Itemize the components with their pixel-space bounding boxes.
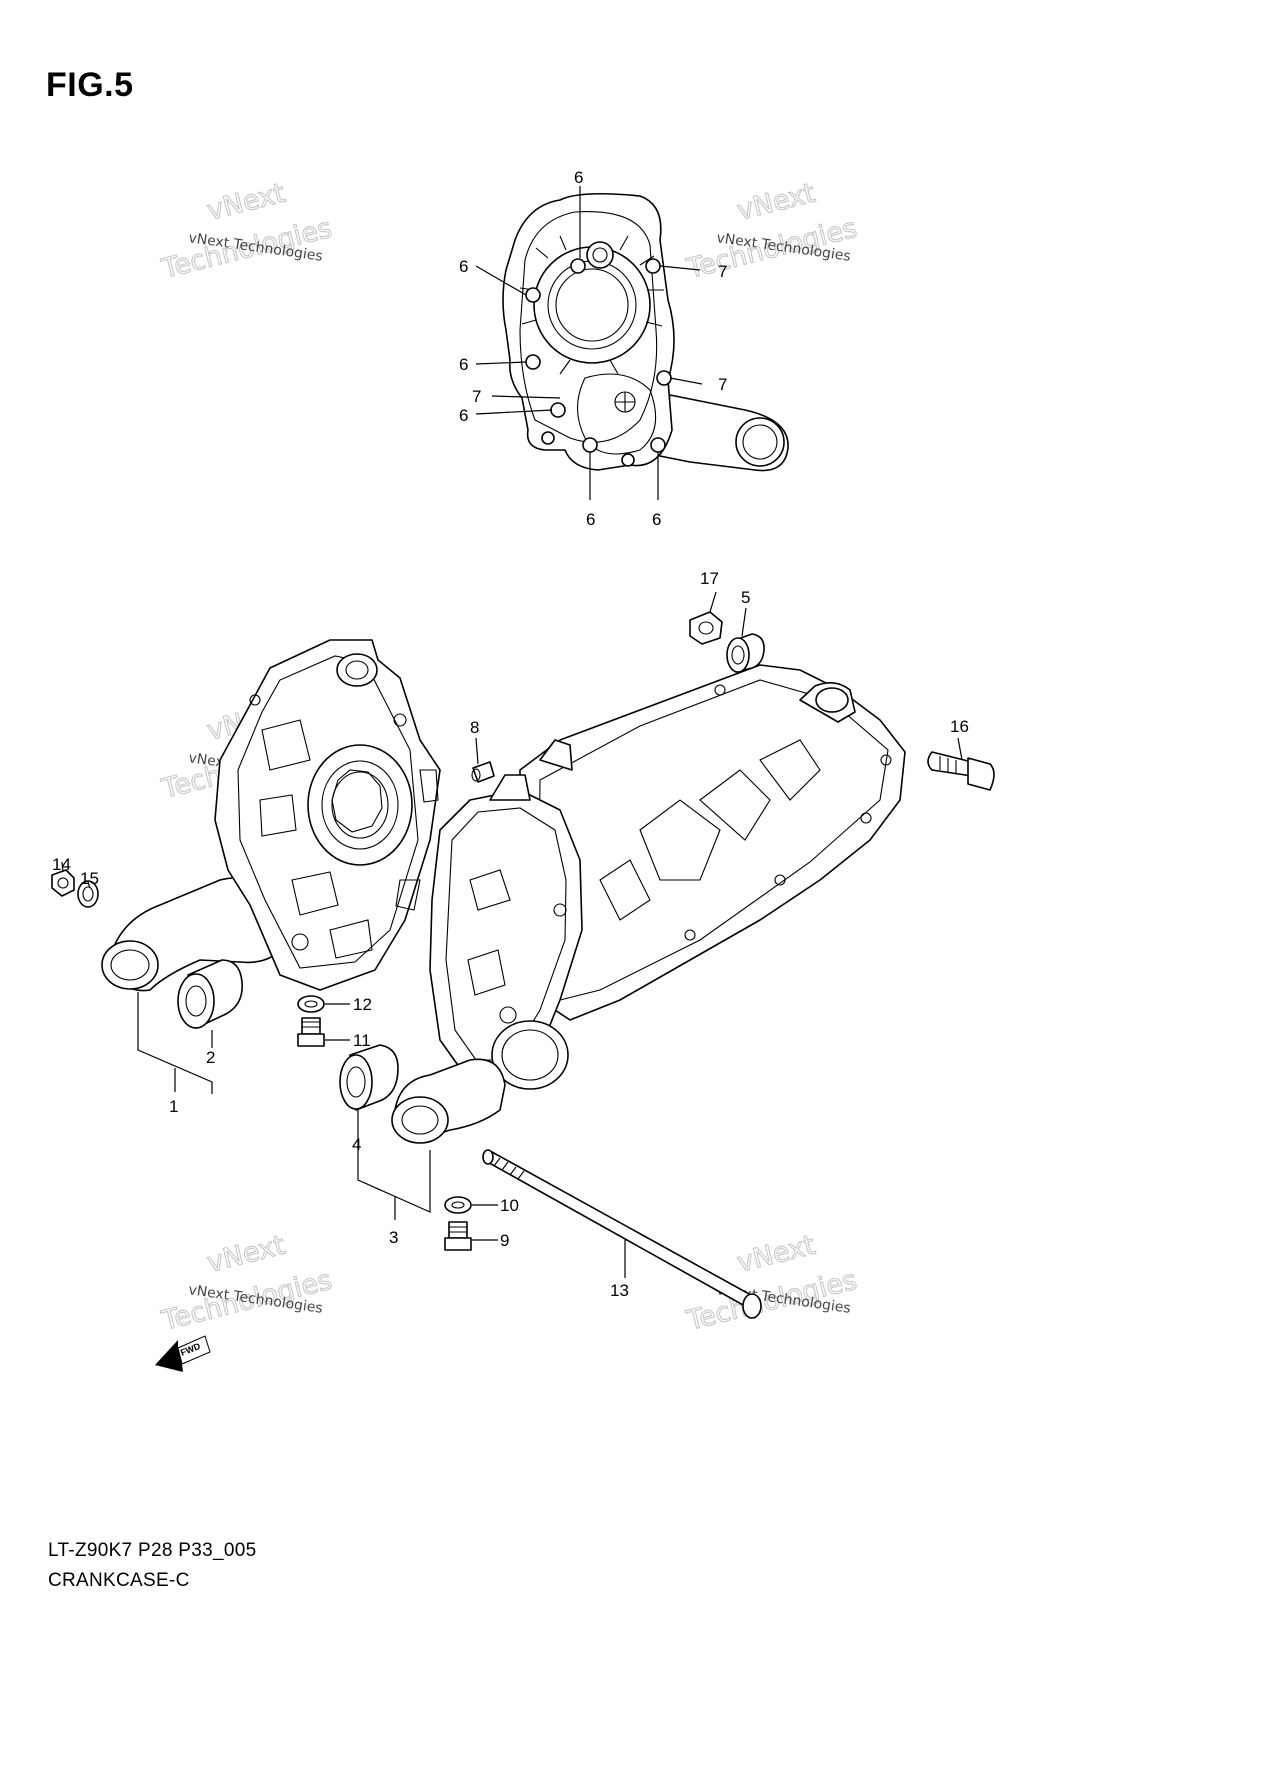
callout-2: 2 [206, 1048, 215, 1067]
callout-13: 13 [610, 1281, 629, 1300]
callout-7-upper-right: 7 [718, 262, 727, 281]
callout-6-upper-left: 6 [459, 257, 468, 276]
dowel-8-drawing [471, 761, 495, 783]
forward-direction-arrow: FWD [155, 1335, 211, 1372]
washer-15-drawing [77, 880, 99, 908]
bolt-16-drawing [927, 751, 995, 791]
callout-6-bottom-right: 6 [652, 510, 661, 529]
svg-text:vNext: vNext [734, 178, 818, 227]
callout-8: 8 [470, 718, 479, 737]
model-code: LT-Z90K7 P28 P33_005 [48, 1540, 257, 1561]
watermark-top-right: vNext Technologies vNext Technologies [683, 177, 861, 286]
callout-16: 16 [950, 717, 969, 736]
callout-1: 1 [169, 1097, 178, 1116]
crankcase-cover-drawing [502, 192, 789, 472]
bushing-5-drawing [726, 633, 765, 673]
callout-12: 12 [353, 995, 372, 1014]
nut-14-drawing [51, 869, 75, 897]
drain-plug-9-drawing [444, 1221, 472, 1251]
callout-7-mid-left: 7 [472, 387, 481, 406]
callout-leaders-lower [61, 591, 963, 1278]
washer-10-drawing [444, 1196, 472, 1214]
svg-text:vNext: vNext [204, 178, 288, 227]
callout-5: 5 [741, 588, 750, 607]
callout-17: 17 [700, 569, 719, 588]
figure-title: FIG.5 [46, 66, 134, 104]
watermark-top-left: vNext Technologies vNext Technologies [158, 177, 336, 286]
left-crankcase-half-drawing [101, 639, 441, 992]
callout-6-lower-left: 6 [459, 406, 468, 425]
washer-12-drawing [297, 995, 325, 1013]
nut-17-drawing [689, 611, 723, 645]
callout-14: 14 [52, 855, 71, 874]
callout-6-top: 6 [574, 168, 583, 187]
callout-3: 3 [389, 1228, 398, 1247]
callout-4: 4 [352, 1135, 361, 1154]
callout-leaders-top [475, 186, 703, 500]
drain-plug-11-drawing [297, 1017, 325, 1047]
callout-10: 10 [500, 1196, 519, 1215]
callout-6-bottom-left: 6 [586, 510, 595, 529]
callout-9: 9 [500, 1231, 509, 1250]
bushing-2-drawing [177, 959, 243, 1029]
bushing-4-drawing [339, 1044, 399, 1111]
section-name: CRANKCASE-C [48, 1570, 190, 1591]
callout-7-mid-right: 7 [718, 375, 727, 394]
right-crankcase-half-drawing [391, 664, 906, 1144]
callout-15: 15 [80, 869, 99, 888]
svg-text:vNext: vNext [734, 1230, 818, 1279]
stud-bolt-13-drawing [482, 1149, 762, 1319]
callout-11: 11 [353, 1031, 371, 1050]
callout-6-mid-left: 6 [459, 355, 468, 374]
svg-text:vNext: vNext [204, 1230, 288, 1279]
watermark-bottom-left: vNext Technologies vNext Technologies [158, 1229, 336, 1338]
